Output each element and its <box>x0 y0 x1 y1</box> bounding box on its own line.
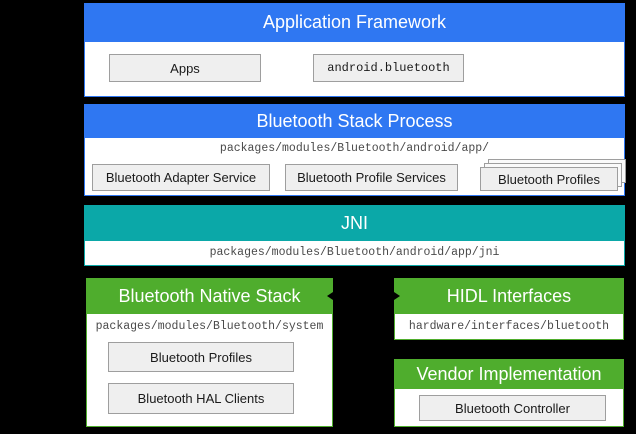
stack-process-path: packages/modules/Bluetooth/android/app/ <box>219 142 490 155</box>
bluetooth-profiles-box: Bluetooth Profiles <box>480 167 618 191</box>
profile-services-box: Bluetooth Profile Services <box>285 164 458 191</box>
native-profiles-box: Bluetooth Profiles <box>108 342 294 372</box>
jni-path: packages/modules/Bluetooth/android/app/j… <box>209 246 500 259</box>
apps-box: Apps <box>109 54 261 82</box>
native-stack-content: packages/modules/Bluetooth/system Blueto… <box>86 313 333 427</box>
app-framework-content: Apps android.bluetooth <box>84 41 625 97</box>
vendor-header: Vendor Implementation <box>394 359 624 388</box>
app-framework-header: Application Framework <box>84 3 625 41</box>
hidl-header: HIDL Interfaces <box>394 278 624 313</box>
native-stack-header: Bluetooth Native Stack <box>86 278 333 313</box>
bluetooth-profiles-stack: Bluetooth Profiles <box>480 159 626 193</box>
arrow-left-head-icon <box>327 290 336 302</box>
arrow-shaft <box>332 295 395 297</box>
adapter-service-box: Bluetooth Adapter Service <box>92 164 270 191</box>
jni-content: packages/modules/Bluetooth/android/app/j… <box>84 240 625 266</box>
hidl-path: hardware/interfaces/bluetooth <box>408 320 610 333</box>
bluetooth-controller-box: Bluetooth Controller <box>419 395 606 421</box>
arrow-right-head-icon <box>391 290 400 302</box>
android-bluetooth-box: android.bluetooth <box>313 54 464 82</box>
hal-clients-box: Bluetooth HAL Clients <box>108 383 294 414</box>
hidl-content: hardware/interfaces/bluetooth <box>394 313 624 340</box>
jni-header: JNI <box>84 205 625 240</box>
native-stack-hidl-arrow-icon <box>327 290 400 302</box>
native-stack-path: packages/modules/Bluetooth/system <box>95 320 324 333</box>
stack-process-header: Bluetooth Stack Process <box>84 104 625 137</box>
vendor-content: Bluetooth Controller <box>394 388 624 427</box>
stack-process-content: packages/modules/Bluetooth/android/app/ … <box>84 137 626 196</box>
